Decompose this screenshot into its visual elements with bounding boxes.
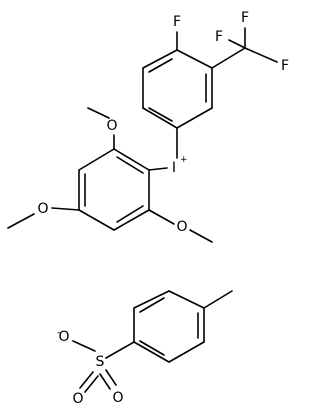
atom-oxygen-methoxy-left: O <box>37 201 48 217</box>
atom-oxygen-sulfonate-bottom-left: O <box>72 391 83 407</box>
bond-sulfur-o-minus <box>72 340 96 352</box>
atom-fluoro: F <box>173 14 181 30</box>
atom-oxygen-sulfonate-minus: O <box>58 329 69 345</box>
bond-sulfur-o-bottom-left-2 <box>84 375 99 393</box>
bond-o-methyl-top <box>87 107 110 119</box>
atom-sulfur: S <box>96 354 105 370</box>
atom-iodine: I <box>172 160 176 176</box>
bond-sulfur-o-bottom-right-2 <box>105 369 117 386</box>
atom-cf3-fluoro-right: F <box>281 58 289 74</box>
bond-ring-o-right <box>148 209 175 225</box>
atom-cf3-fluoro-left: F <box>215 29 223 45</box>
bond-cf3-f-left <box>228 39 246 49</box>
bond-iodine-ring <box>148 167 168 171</box>
ring-fluoro-trifluoromethylphenyl <box>142 49 213 129</box>
bond-ring-sulfur <box>105 341 135 359</box>
bond-sulfur-o-bottom-left-1 <box>79 371 94 389</box>
bond-c-cf3 <box>211 47 246 69</box>
sulfonate-charge: - <box>57 328 60 338</box>
bond-o-methyl-right <box>189 229 213 243</box>
ring-trimethoxyphenyl <box>78 148 150 231</box>
bond-o-methyl-left <box>7 213 35 229</box>
iodonium-charge: + <box>180 155 188 165</box>
atom-oxygen-methoxy-right: O <box>176 219 187 235</box>
bond-cf3-f-right <box>244 47 278 63</box>
atom-oxygen-sulfonate-bottom-right: O <box>112 390 123 406</box>
ring-toluenesulfonate <box>133 290 205 363</box>
bond-sulfur-o-bottom-right-1 <box>99 373 111 390</box>
atom-oxygen-methoxy-top: O <box>106 118 117 134</box>
bond-ring-o-left <box>51 207 80 211</box>
atom-cf3-fluoro-top: F <box>241 10 249 26</box>
chemical-structure: F F F F I + O O O O - S O O <box>7 10 289 407</box>
bond-ring-methyl <box>203 290 233 309</box>
